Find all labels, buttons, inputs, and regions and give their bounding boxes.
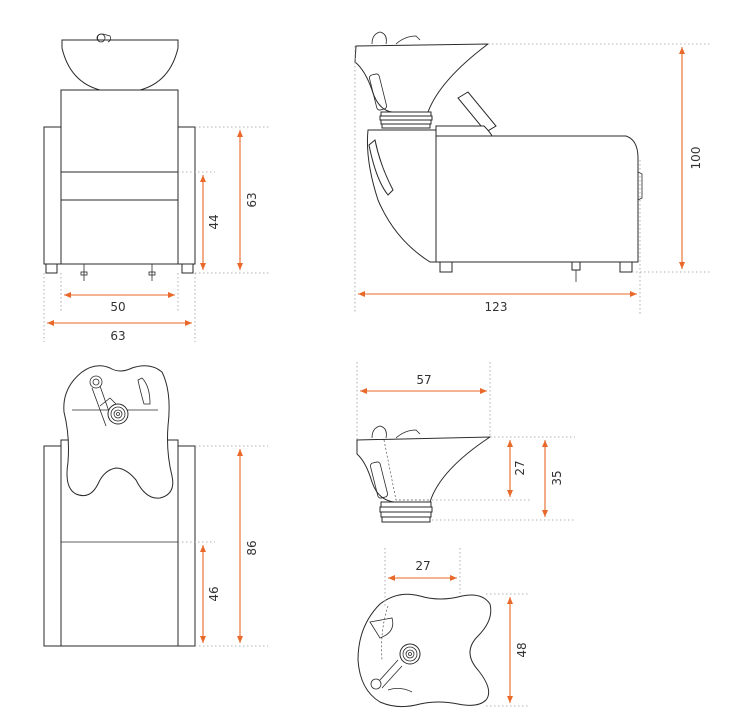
basin-top-view: 27 48 <box>357 548 530 708</box>
top-view: 86 46 <box>43 365 268 647</box>
basin-top-depth-label: 48 <box>515 642 529 657</box>
front-left-arm <box>43 126 62 265</box>
front-seat <box>60 171 179 201</box>
front-base <box>60 199 179 265</box>
top-right-arm <box>177 445 196 647</box>
top-basin <box>63 365 174 499</box>
basin-total-height-label: 35 <box>550 470 564 485</box>
top-seat-length-label: 46 <box>207 586 221 601</box>
front-view: 63 44 50 63 <box>43 33 270 343</box>
side-backrest <box>366 129 439 263</box>
front-outer-width-label: 63 <box>110 329 125 343</box>
side-view: 100 123 <box>354 31 712 314</box>
side-cabinet <box>435 135 639 263</box>
basin-top-width-label: 27 <box>415 559 430 573</box>
top-left-arm <box>43 445 62 647</box>
top-length-label: 86 <box>245 540 259 555</box>
side-height-label: 100 <box>689 147 703 170</box>
basin-side-view: 57 27 35 <box>356 362 575 523</box>
front-height-label: 63 <box>245 192 259 207</box>
front-seat-height-label: 44 <box>207 214 221 229</box>
basin-width-label: 57 <box>416 373 431 387</box>
front-basin <box>61 39 179 91</box>
basin-inner-height-label: 27 <box>513 460 527 475</box>
basin-top-outline <box>357 593 492 708</box>
basin-side-outline <box>356 436 492 503</box>
front-right-arm <box>177 126 196 265</box>
side-length-label: 123 <box>485 300 508 314</box>
front-backrest <box>60 89 179 173</box>
front-inner-width-label: 50 <box>110 300 125 314</box>
